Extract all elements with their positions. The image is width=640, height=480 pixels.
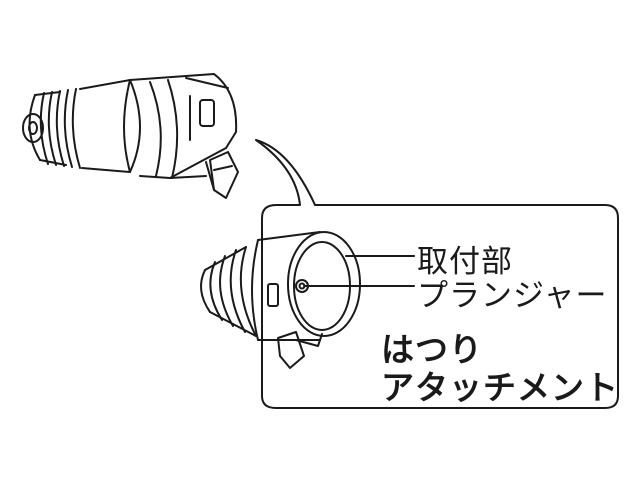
title-line-2: アタッチメント xyxy=(381,368,619,407)
drill-body-illustration xyxy=(22,73,239,199)
title-line-1: はつり xyxy=(381,330,483,369)
callout-bubble xyxy=(255,139,619,409)
mount-label: 取付部 xyxy=(417,244,513,280)
plunger-label: プランジャー xyxy=(417,278,608,314)
chipping-attachment-illustration xyxy=(200,231,361,369)
